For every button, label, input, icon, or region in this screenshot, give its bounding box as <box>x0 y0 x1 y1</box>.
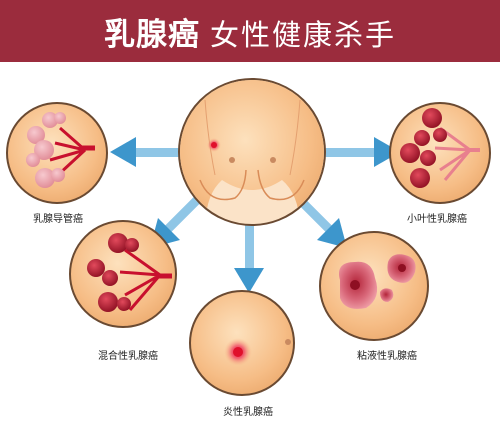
mixed-carcinoma-circle <box>69 220 177 328</box>
arrow-to-lobular <box>325 137 400 167</box>
label-inflammatory: 炎性乳腺癌 <box>223 407 273 418</box>
arrow-to-ductal <box>110 137 180 167</box>
label-mixed: 混合性乳腺癌 <box>98 351 158 362</box>
torso-circle <box>178 78 326 226</box>
page-subtitle: 女性健康杀手 <box>209 17 396 52</box>
page-title: 乳腺癌 <box>103 16 200 53</box>
label-lobular: 小叶性乳腺癌 <box>407 214 467 225</box>
label-ductal: 乳腺导管癌 <box>33 214 83 225</box>
label-mucinous: 粘液性乳腺癌 <box>357 351 417 362</box>
title-banner: 乳腺癌 女性健康杀手 <box>0 0 500 62</box>
inflammatory-carcinoma-circle <box>189 290 295 396</box>
arrow-to-inflammatory <box>234 225 264 293</box>
lobular-carcinoma-circle <box>389 102 491 204</box>
ductal-carcinoma-circle <box>6 102 108 204</box>
arrow-to-mucinous <box>296 196 347 248</box>
breast-cancer-types-diagram <box>6 78 491 396</box>
mucinous-carcinoma-circle <box>319 231 429 341</box>
